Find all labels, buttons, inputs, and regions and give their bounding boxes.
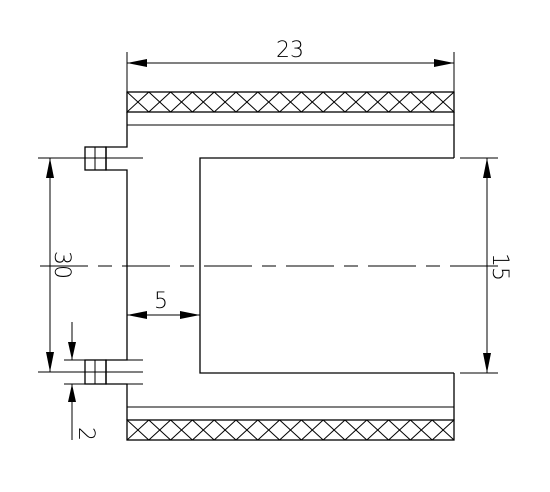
hatch-line	[235, 91, 259, 113]
arrow-head	[483, 353, 491, 373]
hatch-line	[257, 419, 280, 441]
dim-label-30: 30	[49, 251, 74, 279]
hatch-line	[322, 91, 346, 113]
hatch-line	[279, 91, 302, 113]
arrow-head	[127, 311, 147, 319]
dim-inner-height: 15	[460, 157, 512, 374]
hatch-line	[431, 419, 455, 441]
hatch-line	[126, 419, 150, 441]
hatch-line	[279, 419, 302, 441]
hatch-line	[257, 91, 280, 113]
hatch-line	[388, 91, 411, 113]
dim-outer-height: 30	[38, 157, 143, 373]
hatch-line	[148, 419, 171, 441]
bottom-hatching	[126, 419, 455, 441]
hatch-line	[170, 419, 193, 441]
top-knurl-band	[126, 91, 455, 113]
hatch-line	[410, 91, 433, 113]
hatch-line	[148, 91, 171, 113]
hatch-line	[301, 419, 324, 441]
hatch-line	[301, 91, 324, 113]
hatch-line	[344, 419, 368, 441]
dim-label-5: 5	[154, 289, 168, 314]
hatch-line	[126, 91, 150, 113]
arrow-head	[46, 158, 54, 178]
dim-wall-depth: 5	[127, 289, 200, 319]
dim-label-2: 2	[73, 427, 98, 441]
hatch-line	[322, 419, 346, 441]
hatch-line	[170, 91, 193, 113]
arrow-head	[46, 352, 54, 372]
hatch-line	[192, 419, 215, 441]
dim-label-15: 15	[487, 253, 512, 281]
hatch-line	[431, 91, 455, 113]
inner-bore	[199, 157, 454, 374]
bottom-knurl-band	[126, 419, 455, 441]
hatch-line	[344, 91, 368, 113]
hatch-line	[213, 419, 237, 441]
hatch-line	[235, 419, 259, 441]
arrow-head	[483, 158, 491, 178]
hatch-line	[192, 91, 215, 113]
hatch-line	[388, 419, 411, 441]
arrow-head	[434, 59, 454, 67]
dim-width-top: 23	[126, 38, 455, 92]
hatch-line	[410, 419, 433, 441]
arrow-head	[180, 311, 200, 319]
dim-label-23: 23	[276, 38, 304, 63]
arrow-head	[68, 384, 76, 402]
arrow-head	[127, 59, 147, 67]
hatch-line	[366, 419, 389, 441]
dim-flange-thickness: 2	[64, 322, 143, 441]
hatch-line	[366, 91, 389, 113]
arrow-head	[68, 342, 76, 360]
top-hatching	[126, 91, 455, 113]
hatch-line	[213, 91, 237, 113]
